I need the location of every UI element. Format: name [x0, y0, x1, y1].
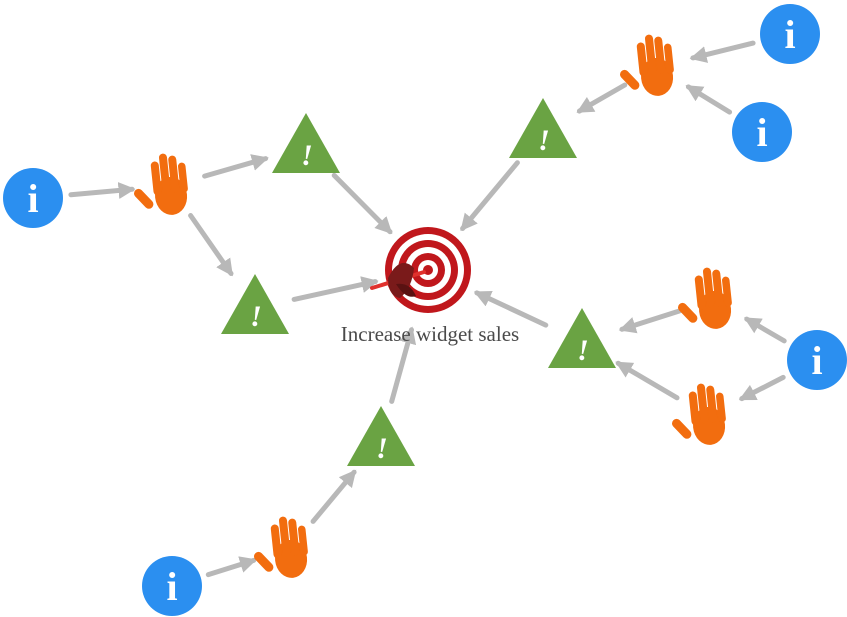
dart-shape	[370, 262, 426, 298]
arrow-warn-bottom-to-goal	[389, 326, 417, 404]
arrow-info-left-to-hand-left	[68, 182, 136, 199]
warning-glyph: !	[538, 124, 550, 157]
info-circle-shape	[787, 330, 847, 390]
warning-triangle-shape	[548, 308, 616, 368]
info-circle-icon-left: i	[3, 168, 63, 228]
info-glyph: i	[27, 176, 38, 221]
raised-hand-icon-top-right	[619, 34, 674, 96]
info-circle-icon-bottom: i	[142, 556, 202, 616]
arrow-warn-top-right-to-goal	[460, 160, 520, 232]
warning-triangle-icon-top-left: !	[272, 113, 340, 173]
info-circle-shape	[142, 556, 202, 616]
warning-triangle-icon-mid-left: !	[221, 274, 289, 334]
warning-glyph: !	[250, 300, 262, 333]
arrow-info-right-to-hand-right-top	[743, 316, 787, 344]
arrow-warn-mid-left-to-goal	[291, 276, 379, 302]
info-circle-shape	[760, 4, 820, 64]
arrow-hand-bottom-to-warn-bottom	[310, 469, 357, 524]
info-circle-icon-top-right-1: i	[760, 4, 820, 64]
goal-label: Increase widget sales	[340, 322, 520, 346]
warning-triangle-shape	[347, 406, 415, 466]
arrow-info-top-right-2-to-hand-top-right	[685, 84, 733, 115]
info-circle-icon-right: i	[787, 330, 847, 390]
warning-triangle-shape	[509, 98, 577, 158]
arrow-hand-left-to-warn-mid-left	[188, 213, 234, 277]
info-circle-icon-top-right-2: i	[732, 102, 792, 162]
info-glyph: i	[784, 12, 795, 57]
raised-hand-icon-left	[133, 153, 188, 215]
nodes-layer: i!! i i! i! i!	[3, 4, 847, 616]
warning-triangle-icon-bottom: !	[347, 406, 415, 466]
arrow-hand-right-bottom-to-warn-right	[615, 360, 680, 401]
target-with-dart-icon	[370, 227, 471, 313]
warning-glyph: !	[301, 139, 313, 172]
info-circle-shape	[3, 168, 63, 228]
info-glyph: i	[756, 110, 767, 155]
warning-glyph: !	[577, 334, 589, 367]
warning-triangle-icon-right: !	[548, 308, 616, 368]
edges-layer	[68, 40, 787, 578]
hand-shape	[253, 516, 308, 578]
arrow-warn-right-to-goal	[473, 290, 549, 328]
warning-triangle-shape	[221, 274, 289, 334]
arrow-hand-right-top-to-warn-right	[618, 308, 683, 334]
arrow-hand-top-right-to-warn-top-right	[576, 82, 628, 114]
raised-hand-icon-right-bottom	[671, 383, 726, 445]
info-glyph: i	[811, 338, 822, 383]
hand-shape	[677, 267, 732, 329]
raised-hand-icon-bottom	[253, 516, 308, 578]
hand-shape	[671, 383, 726, 445]
arrow-info-bottom-to-hand-bottom	[205, 556, 257, 578]
warning-triangle-icon-top-right: !	[509, 98, 577, 158]
info-circle-shape	[732, 102, 792, 162]
hand-shape	[619, 34, 674, 96]
warning-glyph: !	[376, 432, 388, 465]
info-glyph: i	[166, 564, 177, 609]
arrow-info-top-right-1-to-hand-top-right	[689, 40, 756, 63]
hand-shape	[133, 153, 188, 215]
arrow-info-right-to-hand-right-bottom	[738, 374, 786, 402]
arrow-warn-top-left-to-goal	[331, 172, 393, 235]
raised-hand-icon-right-top	[677, 267, 732, 329]
warning-triangle-shape	[272, 113, 340, 173]
arrow-hand-left-to-warn-top-left	[202, 154, 269, 179]
